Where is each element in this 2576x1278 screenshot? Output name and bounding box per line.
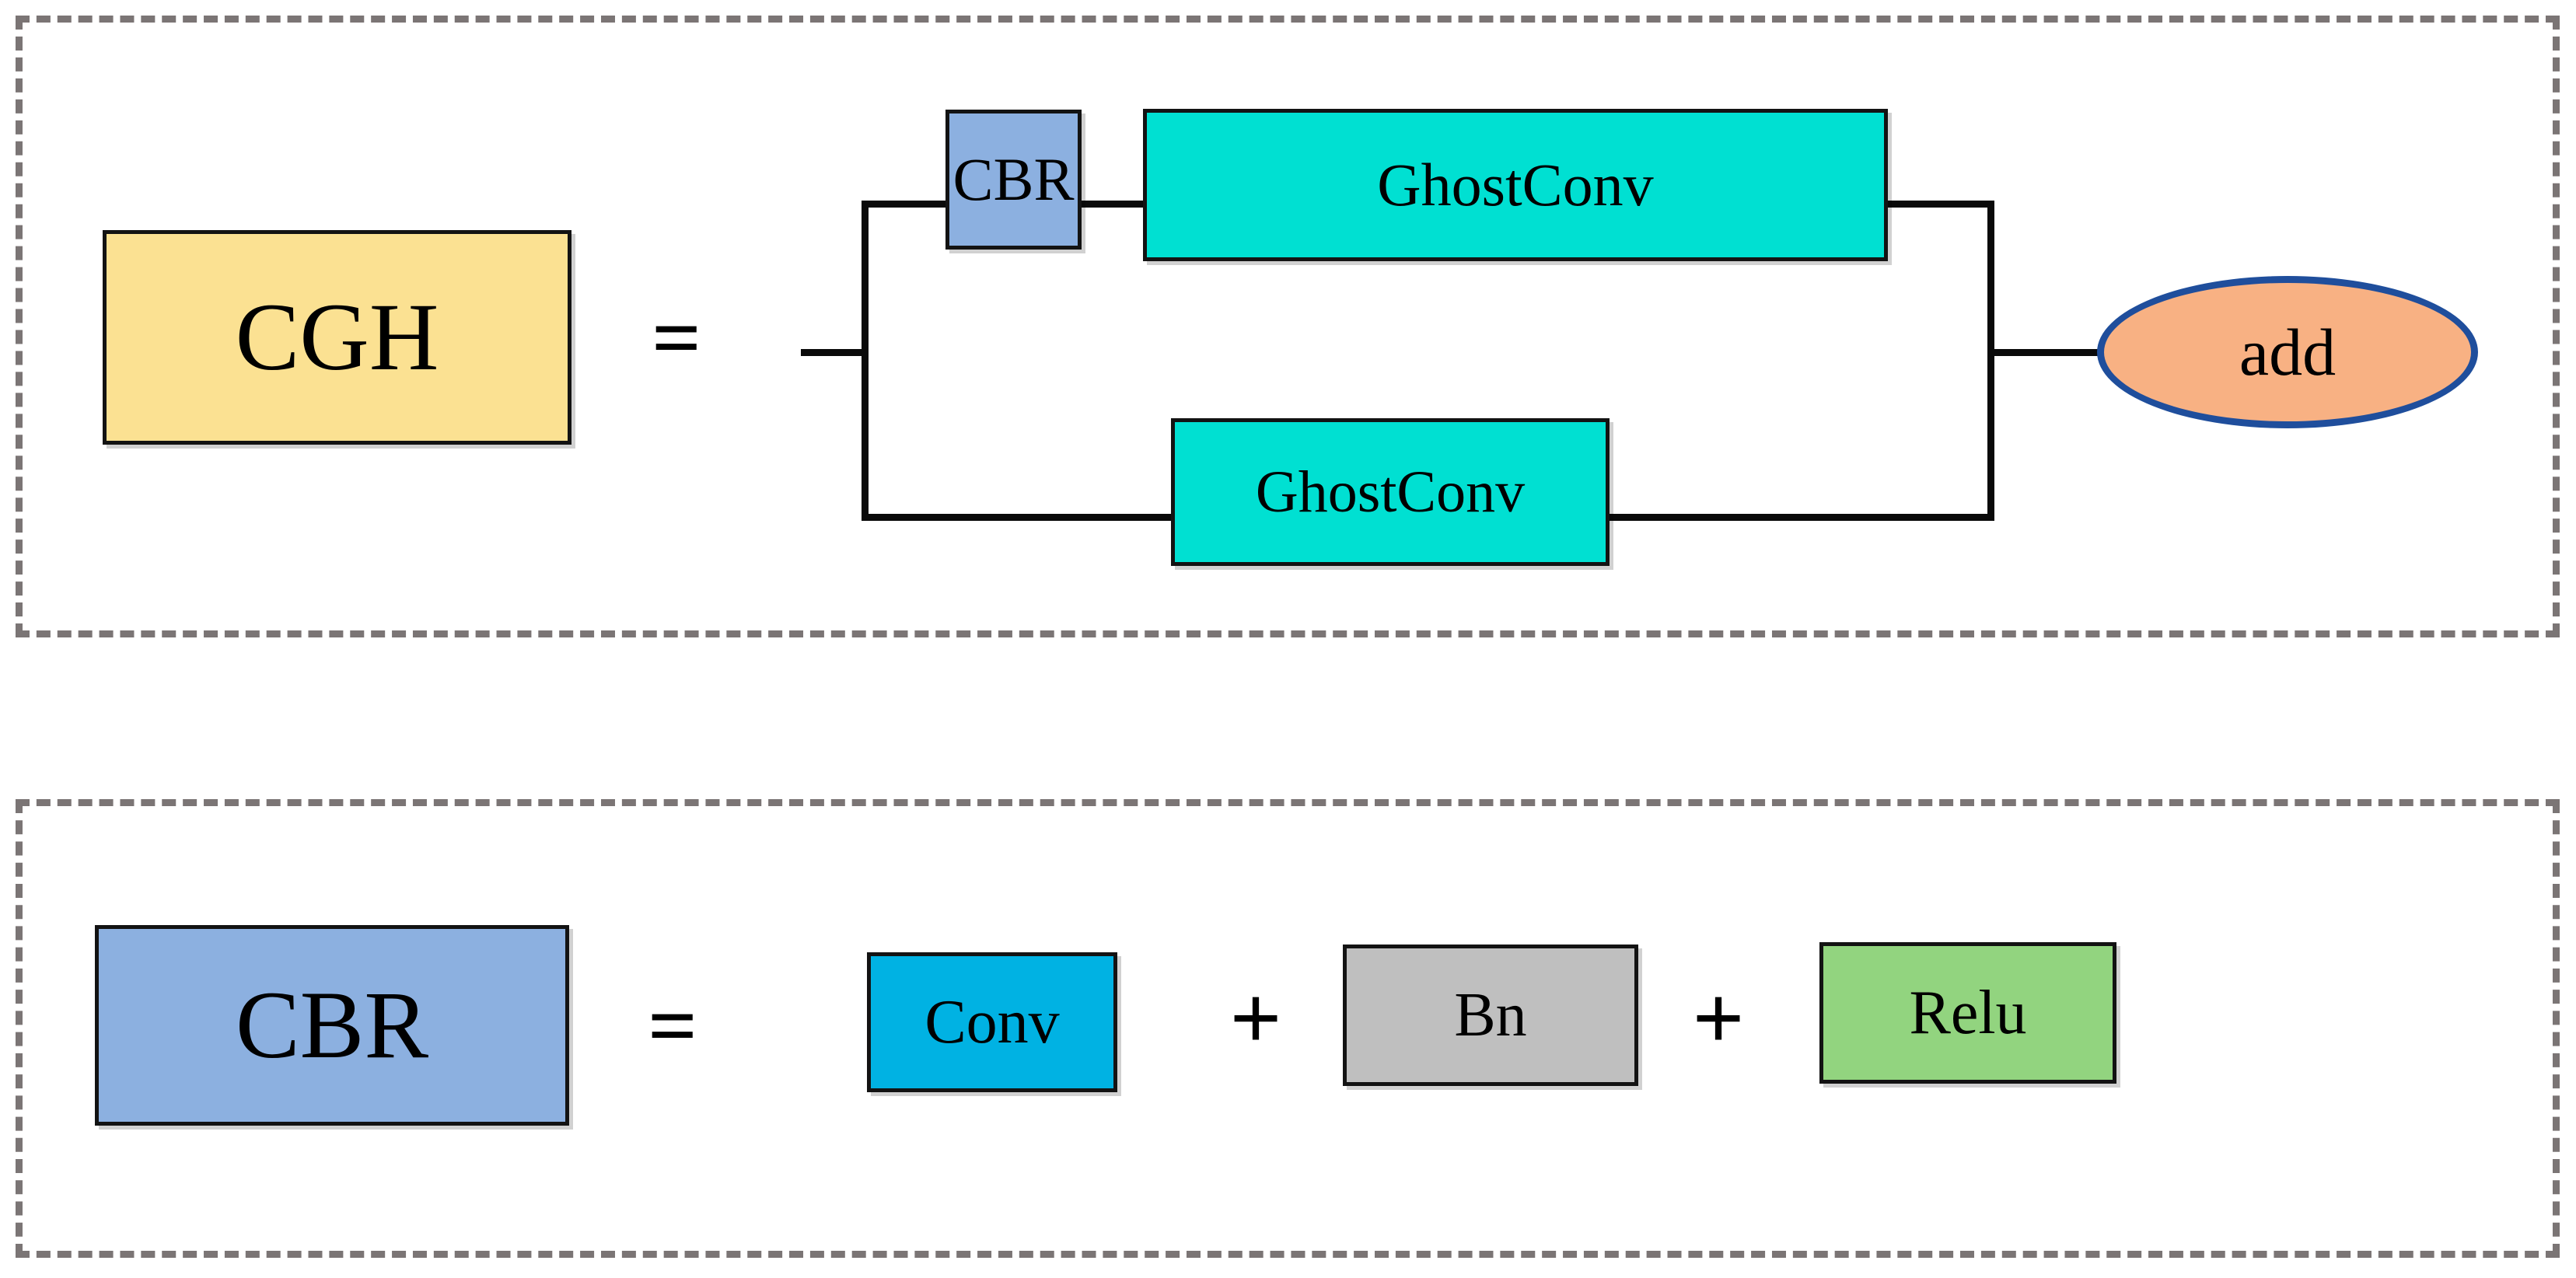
equals-operator-bottom-label: = [648, 978, 697, 1074]
relu-node[interactable]: Relu [1819, 942, 2116, 1084]
ghostconv-node-bottom-branch[interactable]: GhostConv [1171, 418, 1610, 566]
wire-split-vertical [862, 201, 869, 521]
wire-input-stub [801, 349, 867, 356]
plus-operator-1-label: + [1229, 967, 1282, 1069]
equals-operator-bottom: = [630, 978, 715, 1074]
plus-operator-2-label: + [1692, 967, 1745, 1069]
cbr-node-top-branch[interactable]: CBR [945, 110, 1082, 250]
cgh-group-frame [16, 16, 2560, 637]
ghostconv-node-top-branch[interactable]: GhostConv [1143, 109, 1888, 261]
add-node-label: add [2239, 315, 2337, 389]
ghostconv-node-bottom-branch-label: GhostConv [1255, 459, 1526, 525]
cbr-node-main[interactable]: CBR [95, 925, 569, 1126]
wire-ghostconv-top-to-merge [1886, 201, 1994, 208]
conv-node[interactable]: Conv [867, 952, 1117, 1092]
wire-merge-to-add [1987, 349, 2100, 356]
cgh-node-label: CGH [235, 284, 439, 390]
bn-node-label: Bn [1454, 981, 1527, 1049]
equals-operator-top-label: = [652, 290, 701, 386]
cbr-node-main-label: CBR [235, 972, 429, 1078]
wire-split-to-ghostconv-bottom [862, 514, 1176, 521]
equals-operator-top: = [634, 290, 719, 386]
bn-node[interactable]: Bn [1343, 945, 1638, 1086]
add-node[interactable]: add [2097, 276, 2478, 428]
cbr-group-frame [16, 799, 2560, 1258]
plus-operator-2: + [1676, 972, 1761, 1064]
cbr-node-top-branch-label: CBR [952, 145, 1075, 213]
wire-ghostconv-bottom-to-merge [1606, 514, 1994, 521]
wire-cbr-to-ghostconv-top [1078, 201, 1148, 208]
wire-merge-vertical [1987, 201, 1994, 521]
relu-node-label: Relu [1909, 979, 2027, 1047]
ghostconv-node-top-branch-label: GhostConv [1377, 151, 1654, 218]
wire-split-to-cbr [862, 201, 951, 208]
cgh-node[interactable]: CGH [103, 230, 571, 445]
conv-node-label: Conv [924, 988, 1060, 1056]
plus-operator-1: + [1213, 972, 1298, 1064]
